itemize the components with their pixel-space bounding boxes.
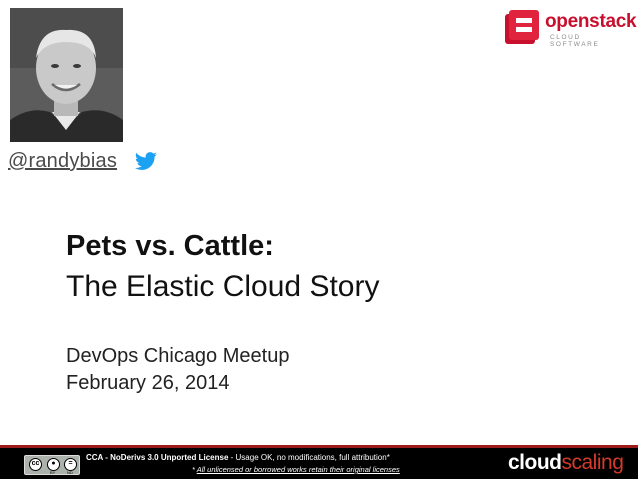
- openstack-tagline: CLOUD SOFTWARE: [550, 34, 600, 48]
- openstack-name: openstack: [545, 11, 637, 32]
- license-note: * All unlicensed or borrowed works retai…: [192, 465, 400, 474]
- openstack-mark-icon: [505, 10, 539, 44]
- twitter-bird-icon[interactable]: [134, 152, 158, 172]
- slide-subtitle: The Elastic Cloud Story: [66, 270, 380, 303]
- no-derivatives-icon: =: [64, 458, 77, 471]
- license-name: CCA - NoDerivs 3.0 Unported License: [86, 453, 229, 462]
- openstack-logo: openstack CLOUD SOFTWARE: [505, 10, 637, 48]
- event-date: February 26, 2014: [66, 372, 230, 394]
- speaker-photo: [10, 8, 123, 142]
- creative-commons-icon: cc: [29, 458, 42, 471]
- event-name: DevOps Chicago Meetup: [66, 345, 290, 367]
- cloudscaling-logo: cloudscaling: [508, 451, 624, 475]
- license-text: CCA - NoDerivs 3.0 Unported License - Us…: [86, 453, 390, 462]
- attribution-icon: ●: [47, 458, 60, 471]
- license-note-link[interactable]: All unlicensed or borrowed works retain …: [196, 465, 400, 474]
- cc-by-label: BY: [50, 470, 56, 475]
- cloudscaling-logo-part1: cloud: [508, 451, 562, 474]
- cc-license-badge[interactable]: cc ● = BY ND: [24, 455, 80, 475]
- cloudscaling-logo-part2: scaling: [561, 451, 624, 474]
- license-note-prefix: *: [192, 465, 197, 474]
- cc-nd-label: ND: [67, 470, 73, 475]
- footer-bar: cc ● = BY ND CCA - NoDerivs 3.0 Unported…: [0, 445, 638, 479]
- license-terms: - Usage OK, no modifications, full attri…: [228, 453, 390, 462]
- twitter-handle[interactable]: @randybias: [8, 150, 118, 172]
- slide-title: Pets vs. Cattle:: [66, 230, 274, 262]
